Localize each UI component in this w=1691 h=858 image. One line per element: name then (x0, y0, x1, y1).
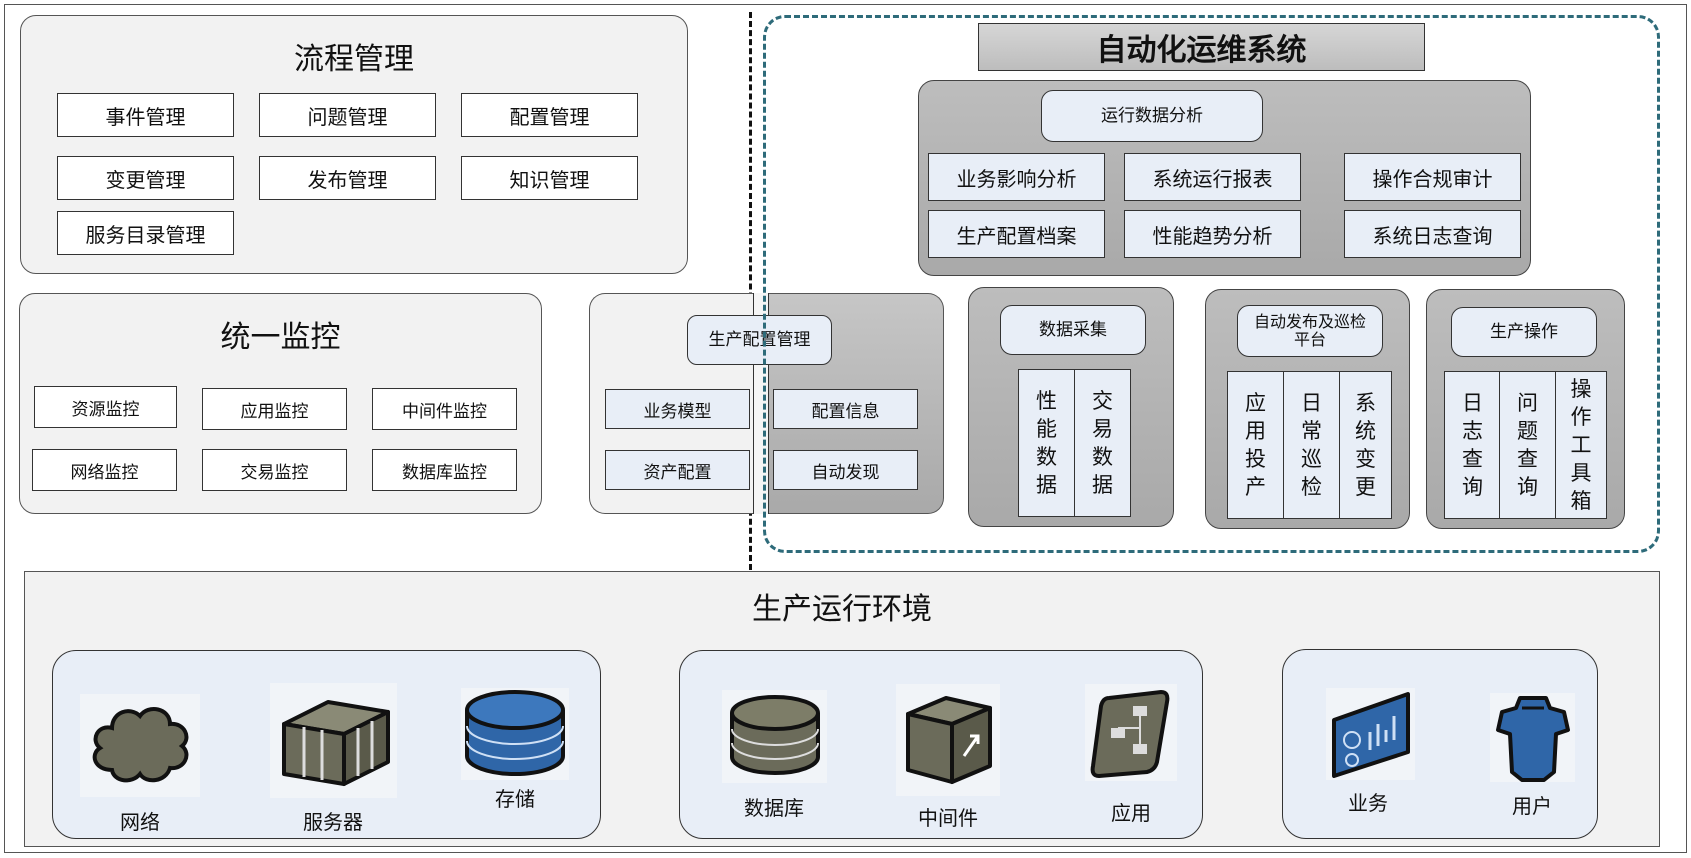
env-item-label: 网络 (120, 810, 160, 834)
operation-col[interactable]: 日志查询 (1444, 371, 1501, 519)
env-item-label: 服务器 (303, 810, 363, 834)
release-col[interactable]: 应用投产 (1227, 371, 1284, 519)
process-panel: 流程管理 事件管理 问题管理 配置管理 变更管理 发布管理 知识管理 服务目录管… (20, 15, 688, 274)
panel-title: 流程管理 (294, 42, 414, 77)
cloud-icon[interactable] (84, 698, 196, 790)
process-item[interactable]: 变更管理 (57, 156, 234, 200)
analysis-item[interactable]: 操作合规审计 (1344, 153, 1521, 201)
middleware-icon[interactable] (900, 688, 996, 792)
collection-col[interactable]: 交易数据 (1074, 369, 1131, 517)
env-item-label: 应用 (1111, 801, 1151, 825)
monitor-item[interactable]: 交易监控 (202, 449, 347, 491)
process-item[interactable]: 知识管理 (461, 156, 638, 200)
monitor-item[interactable]: 中间件监控 (372, 388, 517, 430)
env-item-label: 存储 (495, 787, 535, 811)
monitor-item[interactable]: 数据库监控 (372, 449, 517, 491)
operation-col[interactable]: 操作工具箱 (1555, 371, 1607, 519)
process-item[interactable]: 发布管理 (259, 156, 436, 200)
operation-title[interactable]: 生产操作 (1451, 307, 1597, 357)
analysis-item[interactable]: 系统运行报表 (1124, 153, 1301, 201)
analysis-item[interactable]: 业务影响分析 (928, 153, 1105, 201)
config-item[interactable]: 业务模型 (605, 389, 750, 429)
operation-panel: 生产操作 日志查询 问题查询 操作工具箱 (1426, 289, 1625, 529)
env-item-label: 中间件 (918, 806, 978, 830)
collection-col[interactable]: 性能数据 (1018, 369, 1075, 517)
collection-title[interactable]: 数据采集 (1000, 305, 1146, 355)
server-icon[interactable] (274, 688, 394, 792)
release-col[interactable]: 系统变更 (1339, 371, 1392, 519)
config-item[interactable]: 配置信息 (773, 389, 918, 429)
analysis-item[interactable]: 生产配置档案 (928, 210, 1105, 258)
process-item[interactable]: 事件管理 (57, 93, 234, 137)
monitor-item[interactable]: 网络监控 (32, 449, 177, 491)
business-icon[interactable] (1328, 690, 1414, 778)
monitor-panel: 统一监控 资源监控 应用监控 中间件监控 网络监控 交易监控 数据库监控 (19, 293, 542, 514)
config-item[interactable]: 资产配置 (605, 450, 750, 490)
storage-icon[interactable] (461, 688, 569, 780)
user-icon[interactable] (1494, 694, 1572, 782)
auto-ops-title: 自动化运维系统 (978, 23, 1425, 71)
process-item[interactable]: 问题管理 (259, 93, 436, 137)
operation-col[interactable]: 问题查询 (1499, 371, 1556, 519)
analysis-item[interactable]: 性能趋势分析 (1124, 210, 1301, 258)
env-item-label: 用户 (1512, 794, 1552, 818)
process-item[interactable]: 配置管理 (461, 93, 638, 137)
process-item[interactable]: 服务目录管理 (57, 211, 234, 255)
monitor-item[interactable]: 资源监控 (34, 386, 177, 428)
monitor-item[interactable]: 应用监控 (202, 388, 347, 430)
release-title[interactable]: 自动发布及巡检平台 (1237, 305, 1383, 357)
auto-ops-region (763, 15, 1660, 553)
analysis-item[interactable]: 系统日志查询 (1344, 210, 1521, 258)
divider-line (749, 12, 752, 570)
config-item[interactable]: 自动发现 (773, 450, 918, 490)
collection-panel: 数据采集 性能数据 交易数据 (968, 287, 1174, 527)
release-col[interactable]: 日常巡检 (1283, 371, 1340, 519)
panel-title: 生产运行环境 (752, 592, 932, 627)
diagram-frame (4, 4, 1687, 853)
analysis-panel: 运行数据分析 业务影响分析 系统运行报表 操作合规审计 生产配置档案 性能趋势分… (918, 80, 1531, 276)
env-item-label: 数据库 (744, 796, 804, 820)
panel-title: 统一监控 (220, 320, 341, 355)
config-title[interactable]: 生产配置管理 (687, 315, 832, 365)
analysis-title[interactable]: 运行数据分析 (1041, 90, 1263, 142)
application-icon[interactable] (1089, 688, 1173, 778)
release-panel: 自动发布及巡检平台 应用投产 日常巡检 系统变更 (1205, 289, 1410, 529)
env-item-label: 业务 (1348, 791, 1388, 815)
database-icon[interactable] (726, 693, 824, 779)
